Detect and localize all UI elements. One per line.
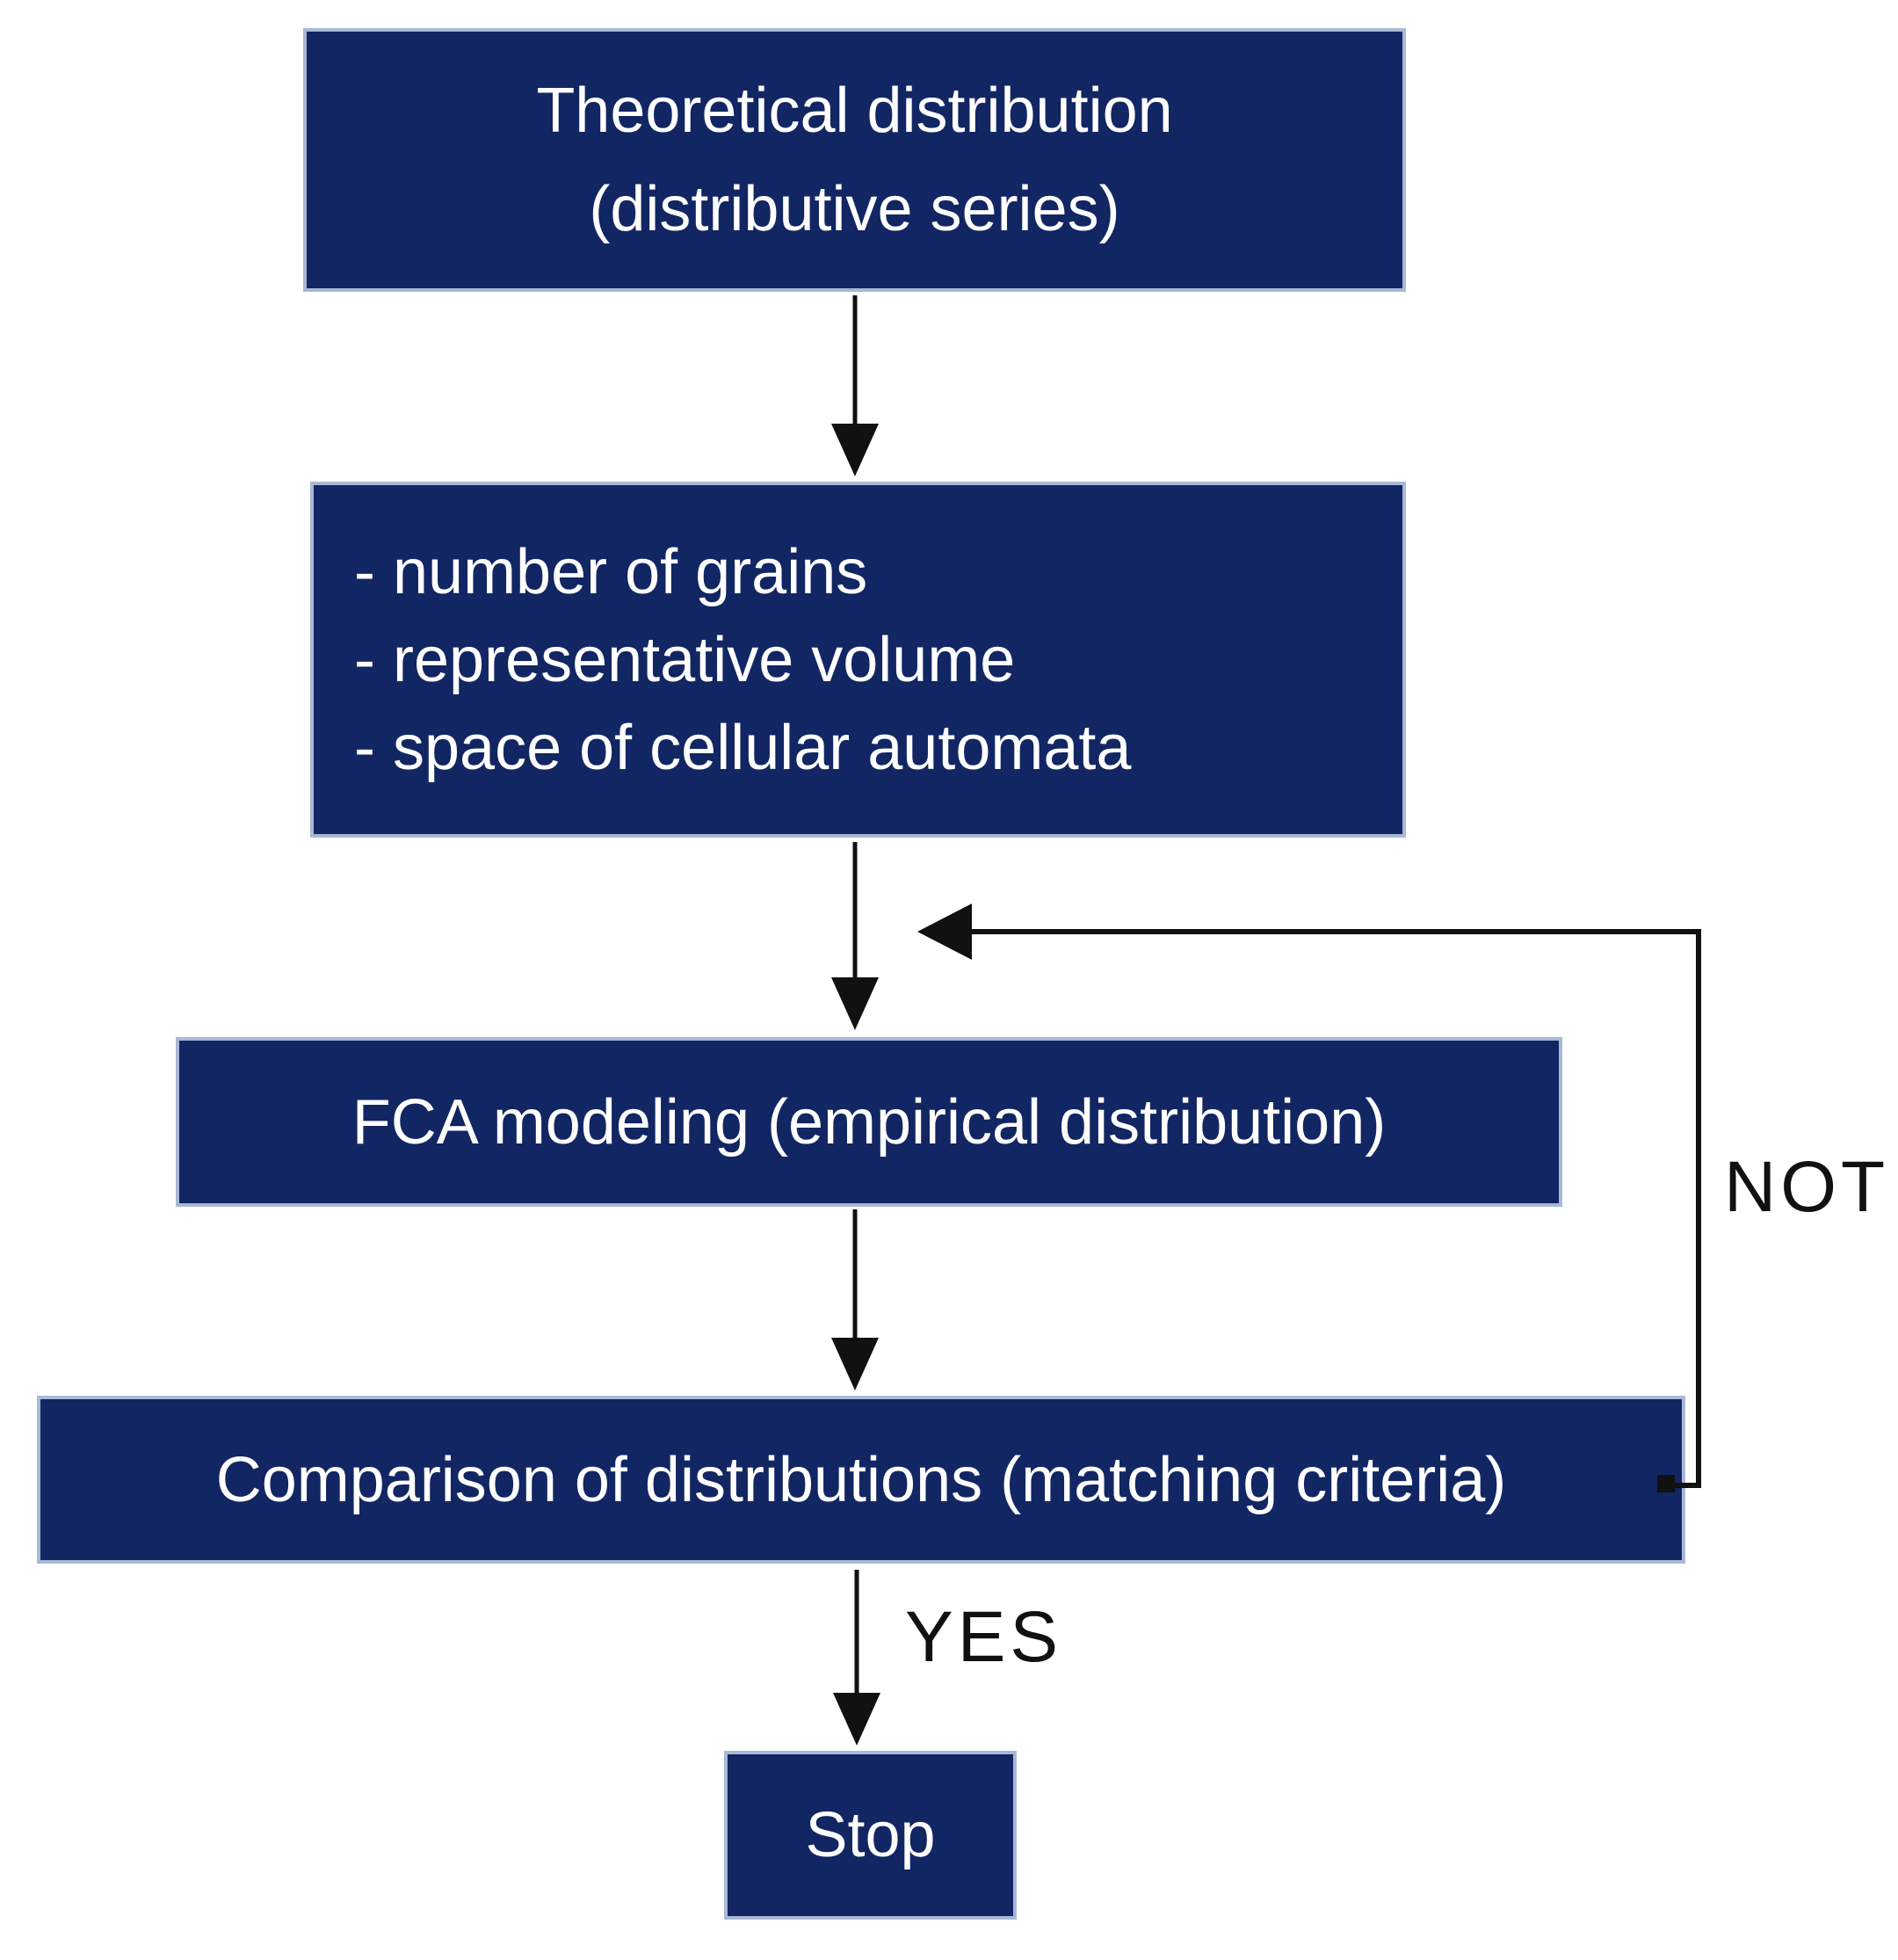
arrow-theoretical-to-parameters <box>831 295 879 476</box>
arrow-down-head-icon <box>833 1693 880 1746</box>
comparison-label: Comparison of distributions (matching cr… <box>215 1444 1507 1515</box>
theoretical-distribution-line1: Theoretical distribution <box>536 76 1173 146</box>
fca-modeling-box: FCA modeling (empirical distribution) <box>176 1037 1562 1207</box>
arrow-left-head-icon <box>917 904 972 960</box>
arrow-comparison-to-stop-yes <box>833 1570 880 1746</box>
arrow-down-head-icon <box>831 977 879 1030</box>
parameter-number-of-grains: - number of grains <box>354 536 868 607</box>
theoretical-distribution-line2: (distributive series) <box>589 174 1120 244</box>
fca-modeling-label: FCA modeling (empirical distribution) <box>351 1086 1387 1158</box>
parameter-representative-volume: - representative volume <box>354 624 1016 695</box>
comparison-box: Comparison of distributions (matching cr… <box>37 1396 1685 1564</box>
arrow-down-head-icon <box>831 1338 879 1390</box>
theoretical-distribution-box: Theoretical distribution (distributive s… <box>303 28 1406 292</box>
model-parameters-box: - number of grains - representative volu… <box>310 482 1406 838</box>
arrow-down-head-icon <box>831 424 879 476</box>
not-branch-label: NOT <box>1724 1147 1890 1227</box>
arrow-parameters-to-fca <box>831 842 879 1030</box>
arrow-fca-to-comparison <box>831 1209 879 1390</box>
stop-box: Stop <box>724 1751 1017 1920</box>
stop-label: Stop <box>805 1800 936 1870</box>
parameter-space-of-cellular-automata: - space of cellular automata <box>354 712 1132 783</box>
yes-branch-label: YES <box>905 1597 1063 1677</box>
